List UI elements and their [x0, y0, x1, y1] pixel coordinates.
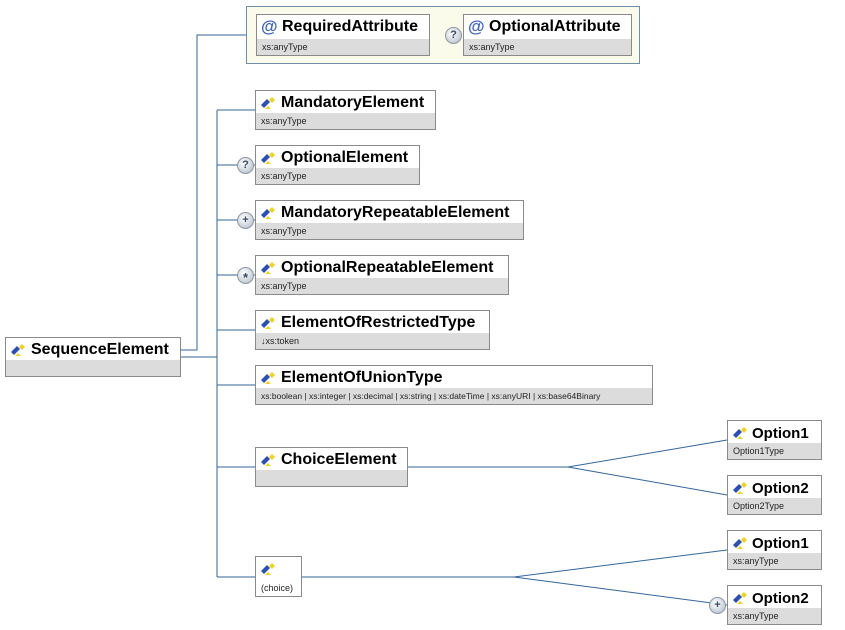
attribute-icon: @: [261, 17, 278, 36]
choice-group-option-2[interactable]: Option2 xs:anyType: [727, 585, 822, 625]
element-restricted-type[interactable]: ElementOfRestrictedType ↓xs:token: [255, 310, 490, 350]
element-icon: [261, 454, 275, 466]
optional-badge-icon: ?: [237, 157, 254, 174]
element-type: ↓xs:token: [256, 333, 489, 349]
element-mandatory-repeatable[interactable]: MandatoryRepeatableElement xs:anyType: [255, 200, 524, 240]
choice-group-label: (choice): [256, 580, 301, 596]
element-icon: [261, 372, 275, 384]
element-name: ElementOfUnionType: [281, 369, 443, 386]
element-name: Option2: [752, 589, 809, 607]
element-name: MandatoryRepeatableElement: [281, 204, 510, 221]
attribute-type: xs:anyType: [464, 39, 631, 55]
element-name: ElementOfRestrictedType: [281, 314, 476, 331]
element-type-band: [256, 470, 407, 486]
choice-group[interactable]: (choice): [255, 556, 302, 597]
element-optional-repeatable[interactable]: OptionalRepeatableElement xs:anyType: [255, 255, 509, 295]
element-name: MandatoryElement: [281, 94, 425, 111]
choice-element-option-2[interactable]: Option2 Option2Type: [727, 475, 822, 515]
repeatable-badge-icon: +: [237, 212, 254, 229]
choice-group-option-1[interactable]: Option1 xs:anyType: [727, 530, 822, 570]
optional-badge-icon: ?: [445, 27, 462, 44]
element-name: Option1: [752, 534, 809, 552]
attribute-icon: @: [468, 17, 485, 36]
element-name: OptionalRepeatableElement: [281, 259, 494, 276]
element-icon: [261, 317, 275, 329]
element-type: xs:anyType: [728, 608, 821, 624]
element-name: ChoiceElement: [281, 451, 397, 468]
element-icon: [733, 537, 747, 549]
element-name: OptionalElement: [281, 149, 409, 166]
element-name: Option1: [752, 424, 809, 442]
element-mandatory[interactable]: MandatoryElement xs:anyType: [255, 90, 436, 130]
attribute-optional[interactable]: @ OptionalAttribute xs:anyType: [463, 14, 632, 56]
element-icon: [261, 563, 275, 575]
element-icon: [261, 152, 275, 164]
root-sequence-element[interactable]: SequenceElement: [5, 337, 181, 377]
attribute-required[interactable]: @ RequiredAttribute xs:anyType: [256, 14, 430, 56]
element-icon: [733, 427, 747, 439]
optional-repeatable-badge-icon: *: [237, 267, 254, 285]
element-type: xs:anyType: [256, 223, 523, 239]
element-icon: [11, 344, 25, 356]
element-type: xs:anyType: [256, 278, 508, 294]
element-name: SequenceElement: [31, 341, 169, 358]
attribute-type: xs:anyType: [257, 39, 429, 55]
element-icon: [733, 592, 747, 604]
choice-element-option-1[interactable]: Option1 Option1Type: [727, 420, 822, 460]
element-type: Option1Type: [728, 443, 821, 459]
element-type: Option2Type: [728, 498, 821, 514]
element-name: Option2: [752, 479, 809, 497]
element-type: xs:anyType: [256, 168, 419, 184]
element-type: xs:boolean | xs:integer | xs:decimal | x…: [256, 388, 652, 404]
element-type: xs:anyType: [728, 553, 821, 569]
element-union-type[interactable]: ElementOfUnionType xs:boolean | xs:integ…: [255, 365, 653, 405]
element-icon: [261, 207, 275, 219]
element-choice[interactable]: ChoiceElement: [255, 447, 408, 487]
element-optional[interactable]: OptionalElement xs:anyType: [255, 145, 420, 185]
element-icon: [733, 482, 747, 494]
attribute-name: OptionalAttribute: [489, 18, 621, 35]
attribute-name: RequiredAttribute: [282, 18, 418, 35]
element-icon: [261, 97, 275, 109]
element-type: xs:anyType: [256, 113, 435, 129]
element-type-band: [6, 360, 180, 376]
repeatable-badge-icon: +: [709, 597, 726, 614]
element-icon: [261, 262, 275, 274]
